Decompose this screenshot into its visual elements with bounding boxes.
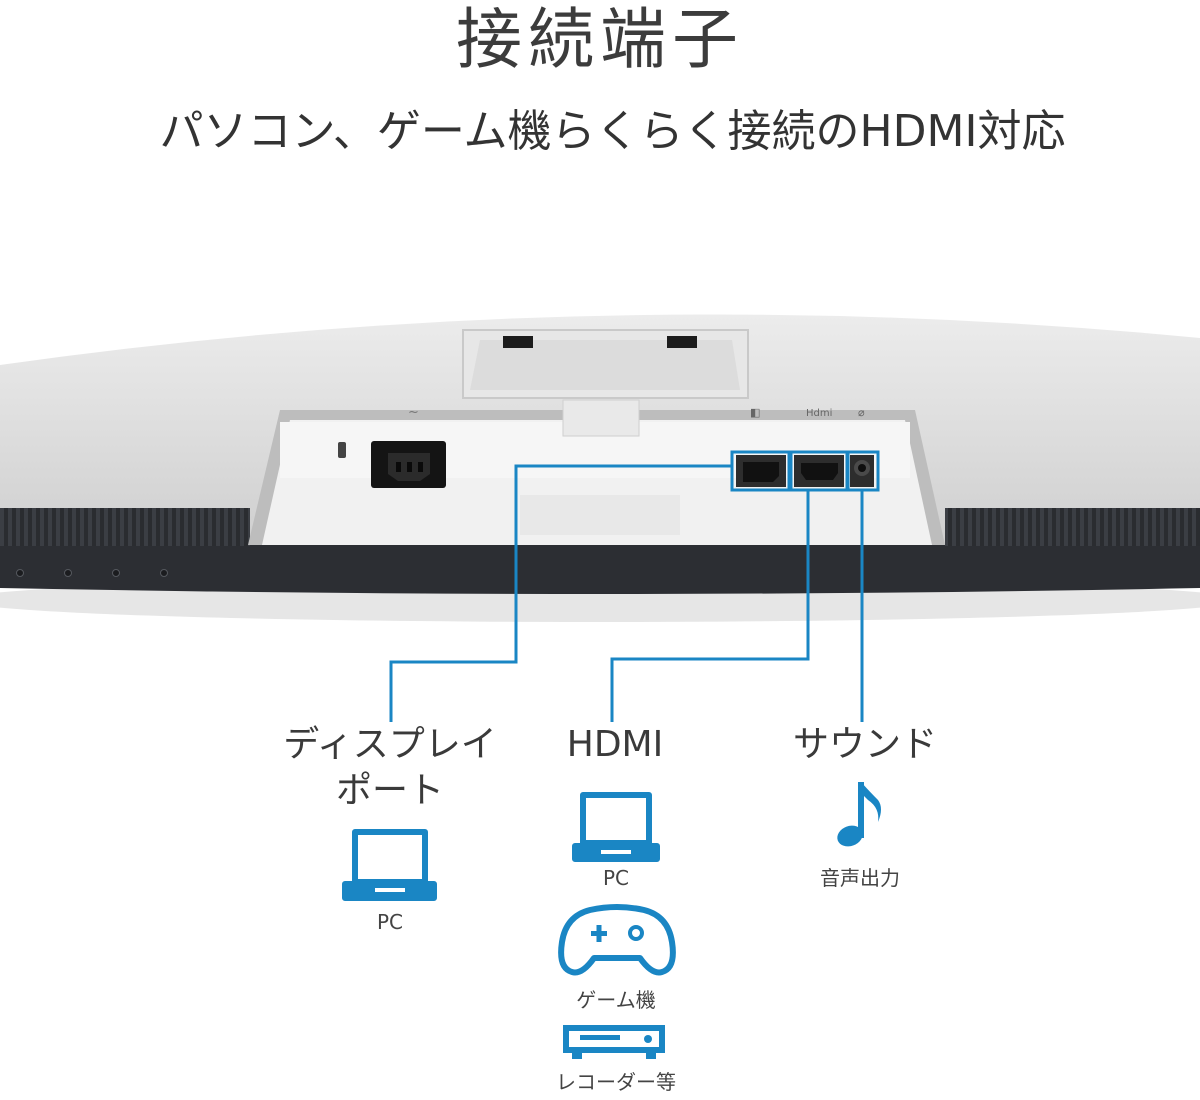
device-caption: PC bbox=[602, 866, 630, 890]
hdmi-callout-line bbox=[610, 490, 810, 722]
right-vent bbox=[945, 508, 1200, 546]
monitor-buttons bbox=[16, 569, 168, 577]
page-title: 接続端子 bbox=[456, 1, 744, 78]
security-lock-slot bbox=[338, 442, 346, 458]
mount-slot bbox=[503, 336, 533, 348]
monitor-bottom-bezel bbox=[0, 545, 1200, 594]
monitor-button bbox=[112, 569, 120, 577]
port-label-line: ポート bbox=[335, 770, 444, 811]
recorder-icon bbox=[563, 1025, 665, 1059]
device-caption: 音声出力 bbox=[820, 866, 900, 890]
power-symbol: ~ bbox=[408, 405, 419, 420]
monitor-button bbox=[16, 569, 24, 577]
gamepad-icon bbox=[558, 904, 676, 976]
mount-slot bbox=[667, 336, 697, 348]
port-label-hdmi: HDMI bbox=[530, 722, 700, 768]
hdmi-port-text: Hdmi bbox=[806, 408, 832, 419]
port-label-line: HDMI bbox=[566, 724, 664, 765]
music-note-icon bbox=[837, 782, 881, 847]
audio-port-symbol: ⌀ bbox=[858, 406, 865, 419]
device-caption: PC bbox=[376, 910, 404, 934]
laptop-icon bbox=[572, 792, 660, 862]
device-caption: レコーダー等 bbox=[556, 1070, 676, 1094]
monitor-button bbox=[64, 569, 72, 577]
device-caption: ゲーム機 bbox=[576, 988, 656, 1012]
port-label-line: サウンド bbox=[792, 724, 937, 765]
port-label-displayport: ディスプレイ ポート bbox=[270, 722, 510, 814]
displayport-highlight bbox=[730, 450, 791, 492]
displayport-callout-line bbox=[389, 464, 732, 722]
port-label-line: ディスプレイ bbox=[283, 724, 497, 765]
stand-latch bbox=[562, 399, 640, 437]
monitor-button bbox=[160, 569, 168, 577]
dp-port-symbol: ◧ bbox=[750, 406, 760, 419]
port-label-sound: サウンド bbox=[770, 722, 960, 768]
page-subtitle: パソコン、ゲーム機らくらく接続のHDMI対応 bbox=[159, 106, 1066, 157]
left-vent bbox=[0, 508, 250, 546]
